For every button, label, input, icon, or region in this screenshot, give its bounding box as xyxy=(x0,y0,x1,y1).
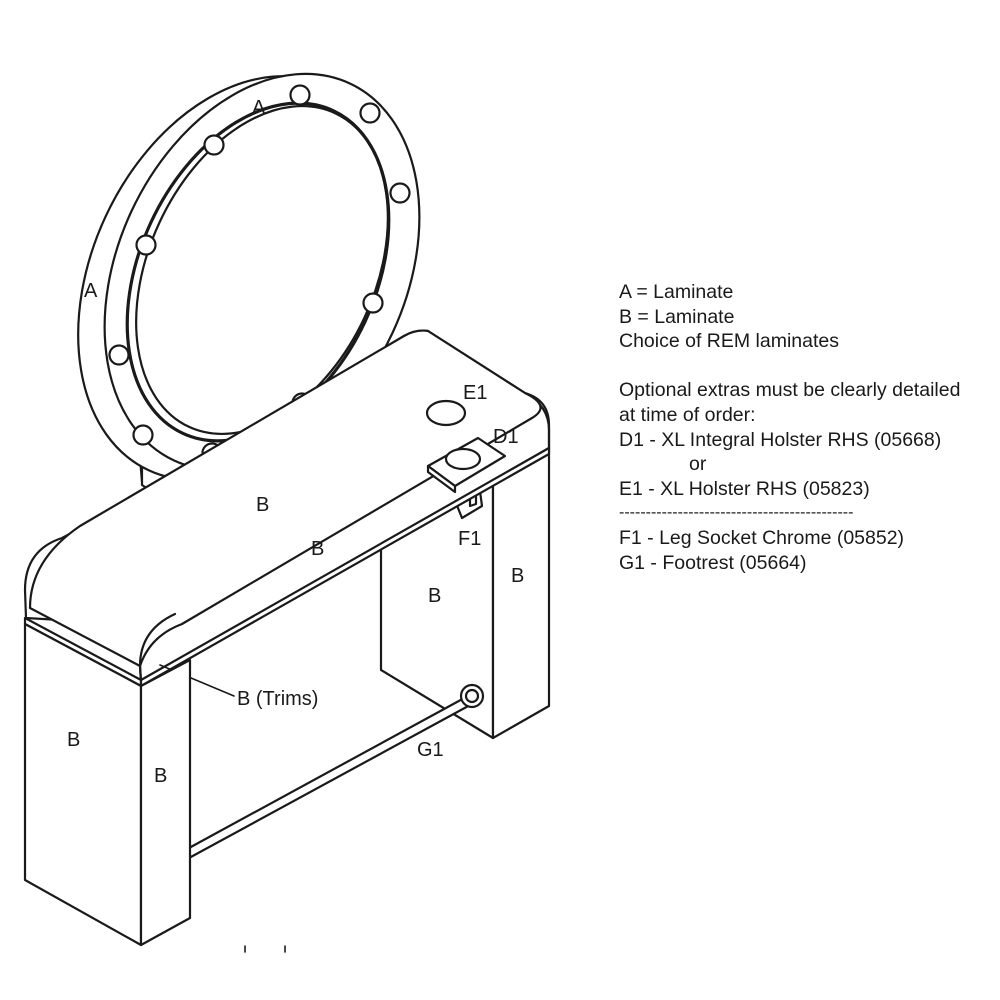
legend-line-choice: Choice of REM laminates xyxy=(619,330,840,353)
legend-line-d1: D1 - XL Integral Holster RHS (05668) xyxy=(619,428,942,451)
bulb-icon xyxy=(132,424,154,446)
trims: B (Trims) xyxy=(23,446,551,710)
legend-line-or: or xyxy=(689,453,707,476)
tabletop-top-surface xyxy=(28,329,542,668)
holster-d1: D1 xyxy=(426,426,519,494)
left-leg: B B xyxy=(23,622,192,947)
legend-line-e1: E1 - XL Holster RHS (05823) xyxy=(619,477,870,500)
bulb-icon xyxy=(362,292,384,314)
label-e1: E1 xyxy=(463,382,487,404)
legend-line-f1: F1 - Leg Socket Chrome (05852) xyxy=(619,526,905,549)
trim-right-band xyxy=(139,446,551,688)
bulb-icon xyxy=(108,344,130,366)
holster-d1-edge xyxy=(426,464,457,494)
label-a-left: A xyxy=(84,280,98,302)
bulb-icon xyxy=(389,182,411,204)
footrest-end-cap-icon xyxy=(459,683,485,709)
label-f1: F1 xyxy=(458,528,481,550)
footrest-end-cap-inner xyxy=(464,688,480,704)
footrest-bar xyxy=(187,694,474,860)
left-leg-inner-face xyxy=(139,658,192,947)
holster-e1-icon xyxy=(425,399,467,427)
mirror-bulbs xyxy=(108,84,411,464)
label-b-right-outer: B xyxy=(511,565,524,587)
right-leg-outer-face xyxy=(491,446,551,740)
label-d1: D1 xyxy=(493,426,519,448)
label-b-left-front: B xyxy=(67,729,80,751)
legend: A = Laminate B = Laminate Choice of REM … xyxy=(619,280,994,575)
legend-line-optional: Optional extras must be clearly detailed xyxy=(619,379,961,402)
bulb-icon xyxy=(289,84,311,106)
label-b-right-inner: B xyxy=(428,585,441,607)
legend-spacer xyxy=(619,354,994,379)
right-leg: B B xyxy=(379,446,551,740)
holster-d1-icon xyxy=(444,447,482,471)
legend-line-b: B = Laminate xyxy=(619,305,735,328)
bulb-icon xyxy=(135,234,157,256)
label-a-top: A xyxy=(252,97,266,119)
label-g1: G1 xyxy=(417,739,444,761)
label-b-top-back: B xyxy=(256,494,269,516)
mirror-glass xyxy=(125,101,391,443)
mirror: A A xyxy=(77,72,421,504)
mirror-glass-inner xyxy=(135,104,389,436)
footrest-g1: G1 xyxy=(187,683,485,860)
bulb-icon xyxy=(359,102,381,124)
bottom-ticks xyxy=(244,945,286,953)
legend-separator: ----------------------------------------… xyxy=(619,504,854,522)
tabletop-rounded-front xyxy=(138,612,177,684)
label-b-trims: B (Trims) xyxy=(237,688,318,710)
tabletop: B B xyxy=(23,329,551,684)
holster-e1: E1 xyxy=(425,382,487,427)
legend-line-a: A = Laminate xyxy=(619,281,734,303)
legend-line-time: at time of order: xyxy=(619,403,756,426)
legend-line-g1: G1 - Footrest (05664) xyxy=(619,551,807,574)
bulb-icon xyxy=(203,134,225,156)
tabletop-right-end xyxy=(523,391,551,450)
label-b-left-inner: B xyxy=(154,765,167,787)
label-b-top-front: B xyxy=(311,538,324,560)
